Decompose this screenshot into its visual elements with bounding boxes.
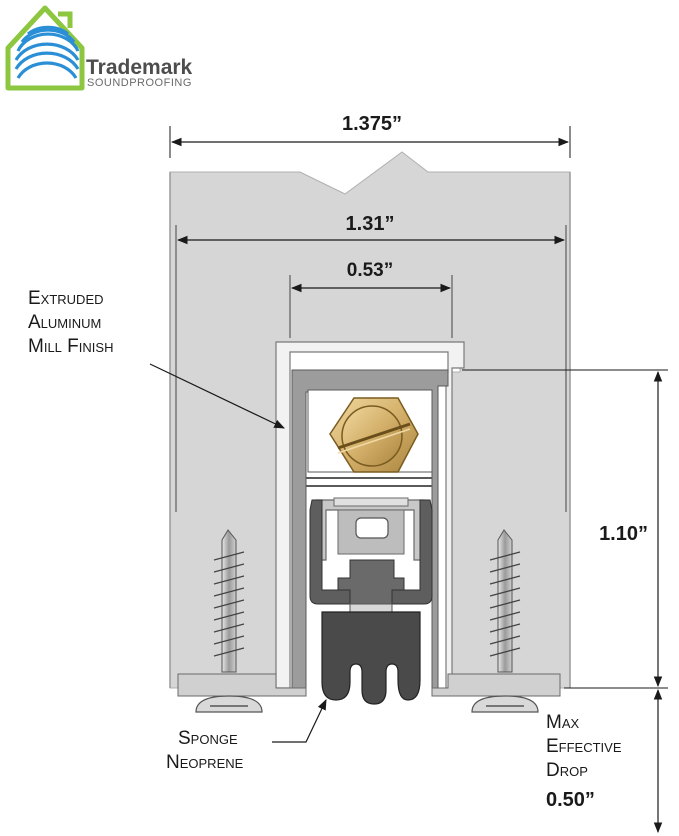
seal-line-2: Neoprene [166,752,244,773]
callout-material: Extruded Aluminum Mill Finish [28,288,285,429]
brand-logo: Trademark SOUNDPROOFING [5,5,193,91]
drop-line-3: Drop [546,760,588,781]
channel-width-label: 0.53” [347,260,393,281]
callout-seal: Sponge Neoprene [166,699,327,773]
dimension-overall-width: 1.375” [169,113,571,158]
mounting-screw-right [471,529,539,713]
height-label: 1.10” [599,523,648,545]
material-line-1: Extruded [28,288,104,309]
material-line-3: Mill Finish [28,336,113,357]
seal-carrier-clip [315,497,425,561]
dimension-channel-width: 0.53” [290,260,452,293]
brand-tagline: SOUNDPROOFING [87,77,192,89]
dimension-height: 1.10” [462,369,668,689]
material-line-2: Aluminum [28,312,101,333]
brand-name: Trademark [86,56,193,79]
mounting-screw-left [195,529,263,713]
drop-value-label: 0.50” [546,789,595,811]
house-sound-waves-icon [5,5,85,91]
seal-line-1: Sponge [178,728,238,749]
inner-width-label: 1.31” [346,213,395,235]
overall-width-label: 1.375” [342,113,402,135]
drop-line-1: Max [546,712,579,733]
drop-line-2: Effective [546,736,622,757]
neoprene-seal [309,499,433,705]
brass-adjustment-screw [329,397,419,473]
dimension-inner-width: 1.31” [176,213,566,245]
callout-drop: Max Effective Drop 0.50” [546,712,622,811]
